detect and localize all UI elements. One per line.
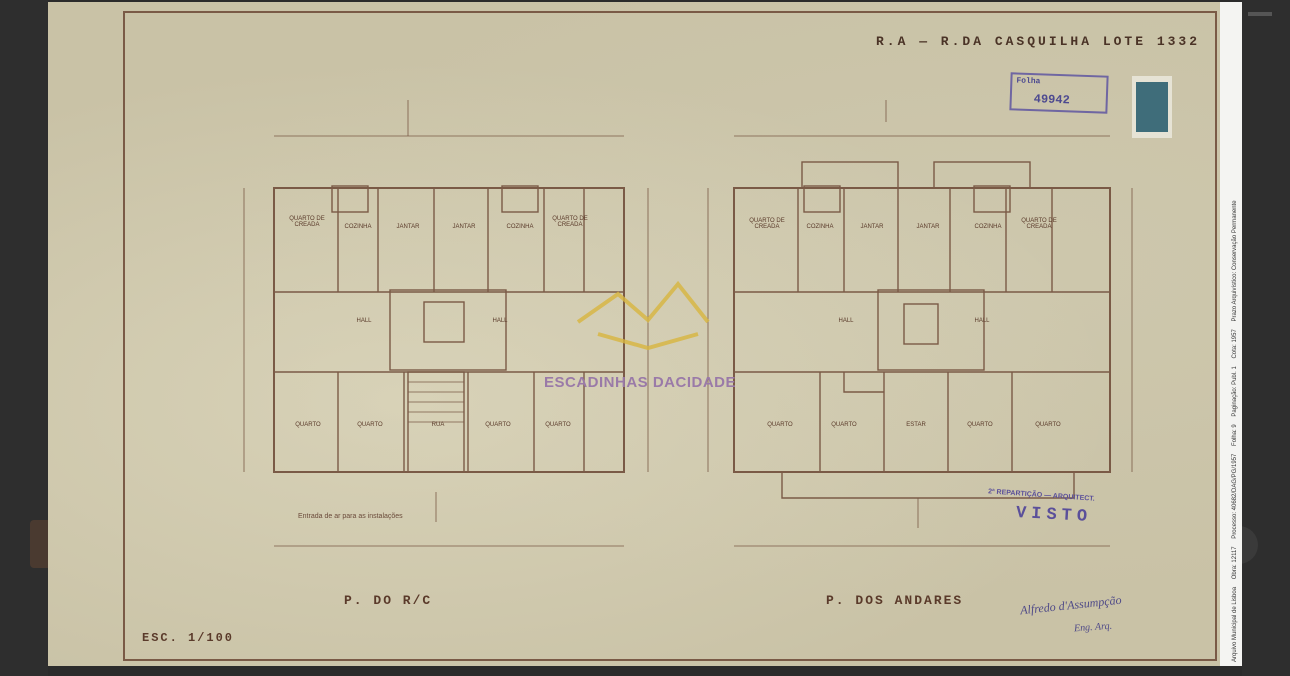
room-label: ESTAR: [906, 422, 926, 428]
room-label: HALL: [974, 318, 990, 324]
archive-label-line: Obra: 12117: [1232, 546, 1238, 580]
room-label: JANTAR: [916, 224, 940, 230]
tax-stamp-icon: [1132, 76, 1172, 138]
archive-label-line: Processo: 40682/DAG/PG/1957: [1232, 453, 1238, 539]
room-label: QUARTO: [485, 422, 511, 428]
room-label: QUARTO: [831, 422, 857, 428]
room-label: QUARTO: [1035, 422, 1061, 428]
room-label: COZINHA: [506, 224, 534, 230]
archive-label-strip: [1220, 2, 1242, 666]
room-label: HALL: [838, 318, 854, 324]
room-label: QUARTO DE CREADA: [749, 218, 785, 230]
room-label: JANTAR: [452, 224, 476, 230]
archive-label-line: Prazo Arquivístico: Conservação Permanen…: [1232, 200, 1238, 322]
floor-plan-drawing: [123, 11, 1217, 661]
archive-label-line: Folha: 9: [1232, 424, 1238, 446]
sheet-title: R.A — R.DA CASQUILHA LOTE 1332: [876, 34, 1201, 49]
visto-word: VISTO: [1015, 504, 1093, 527]
viewer-right-panel: [1242, 0, 1290, 676]
folio-stamp: Folha 49942: [1009, 72, 1109, 114]
plan-note: Entrada de ar para as instalações: [298, 513, 403, 520]
room-label: QUARTO DE CREADA: [552, 216, 588, 228]
scale-label: ESC. 1/100: [142, 631, 235, 645]
plan-left-label: P. DO R/C: [344, 593, 433, 608]
folio-stamp-number: 49942: [1033, 92, 1071, 108]
room-label: QUARTO DE CREADA: [1021, 218, 1057, 230]
archive-label-line: Paginação: Publ. 1: [1232, 366, 1238, 417]
room-label: JANTAR: [396, 224, 420, 230]
room-label: JANTAR: [860, 224, 884, 230]
watermark-text: ESCADINHAS DACIDADE: [544, 374, 737, 391]
room-label: RUA: [431, 422, 445, 428]
visto-stamp: 2ª REPARTIÇÃO — ARQUITECT. VISTO: [988, 488, 1118, 562]
close-icon[interactable]: [1248, 12, 1272, 16]
room-label: COZINHA: [974, 224, 1002, 230]
archive-label-line: Cota: 1957: [1232, 329, 1238, 359]
archive-label-line: Arquivo Municipal de Lisboa: [1232, 586, 1238, 662]
room-label: QUARTO: [357, 422, 383, 428]
room-label: QUARTO: [967, 422, 993, 428]
viewer-left-panel: [0, 0, 48, 676]
previous-image-button[interactable]: [30, 520, 48, 568]
room-label: QUARTO: [767, 422, 793, 428]
room-label: COZINHA: [806, 224, 834, 230]
room-label: HALL: [356, 318, 372, 324]
room-label: QUARTO: [295, 422, 321, 428]
room-label: HALL: [492, 318, 508, 324]
plan-right-label: P. DOS ANDARES: [826, 593, 964, 608]
room-label: QUARTO: [545, 422, 571, 428]
archive-label-text: Arquivo Municipal de Lisboa Obra: 12117 …: [1232, 194, 1238, 662]
room-label: COZINHA: [344, 224, 372, 230]
folio-stamp-prefix: Folha: [1016, 76, 1041, 87]
blueprint-sheet: R.A — R.DA CASQUILHA LOTE 1332 P. DO R/C…: [48, 2, 1242, 666]
room-label: QUARTO DE CREADA: [289, 216, 325, 228]
